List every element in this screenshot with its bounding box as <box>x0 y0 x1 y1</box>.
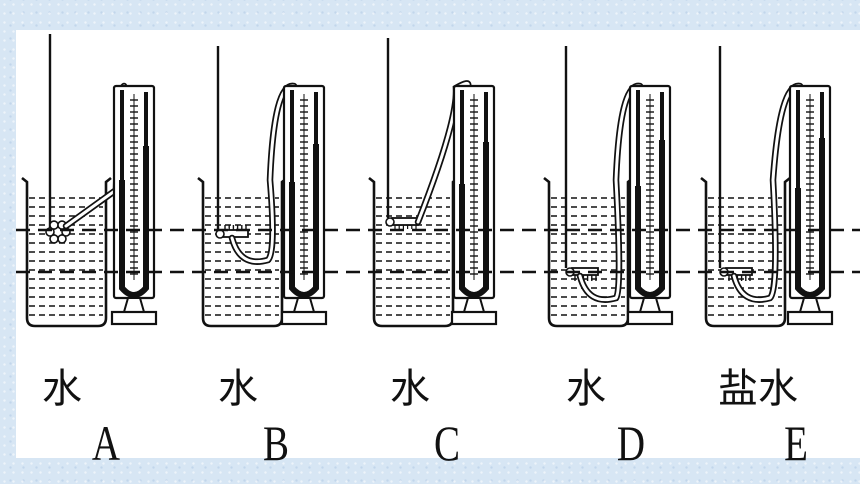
manometer-stand <box>110 310 158 326</box>
setup-a <box>21 34 158 328</box>
setup-b <box>197 46 328 328</box>
beaker <box>368 176 459 328</box>
manometer-stand <box>626 310 674 326</box>
setup-c <box>368 38 498 328</box>
setup-e <box>700 46 834 328</box>
liquid-fill <box>29 197 103 316</box>
liquid-label-e: 盐水 <box>718 366 798 412</box>
probe-head <box>385 217 419 229</box>
setup-label-d: D <box>616 415 646 471</box>
beaker <box>700 176 791 328</box>
figure-panel: 水 水 水 水 盐水 A B C D E <box>16 30 860 471</box>
manometer-stand <box>450 310 498 326</box>
u-tube-manometer <box>280 84 328 326</box>
u-tube-manometer <box>626 84 674 326</box>
liquid-label-b: 水 <box>218 366 258 412</box>
setup-label-c: C <box>433 415 461 471</box>
reference-lines <box>16 228 860 274</box>
beaker <box>21 176 112 328</box>
setup-d <box>543 46 674 328</box>
manometer-stand <box>280 310 328 326</box>
u-tube-manometer <box>110 84 158 326</box>
liquid-label-a: 水 <box>42 366 82 412</box>
pressure-experiment-diagram <box>16 34 860 328</box>
probe-head <box>45 220 71 244</box>
u-tube-manometer <box>786 84 834 326</box>
liquid-label-d: 水 <box>566 366 606 412</box>
liquid-label-c: 水 <box>390 366 430 412</box>
u-tube-manometer <box>450 84 498 326</box>
setup-label-a: A <box>91 415 121 471</box>
setup-label-e: E <box>784 415 808 471</box>
manometer-stand <box>786 310 834 326</box>
setup-label-b: B <box>262 415 290 471</box>
